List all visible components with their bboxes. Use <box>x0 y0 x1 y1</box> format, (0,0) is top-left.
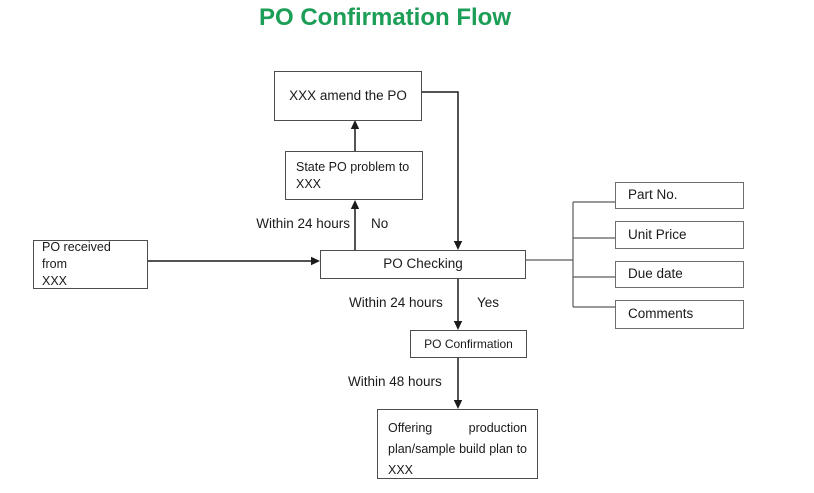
checklist-comments-label: Comments <box>628 306 694 322</box>
state-problem-line1: State PO problem to <box>296 159 410 174</box>
offering-line1-left: Offering <box>388 421 433 435</box>
checklist-due-date-label: Due date <box>628 266 683 282</box>
no-label: No <box>371 216 389 231</box>
amend-po-label: XXX amend the PO <box>289 87 407 103</box>
checklist-box-unit-price: Unit Price <box>615 221 744 249</box>
checklist-unit-price-label: Unit Price <box>628 226 687 242</box>
offering-line1-right: production <box>468 421 527 435</box>
yes-label: Yes <box>477 295 500 310</box>
state-problem-line2: XXX <box>296 176 322 191</box>
offering-line2: plan/sample build plan to <box>388 442 527 456</box>
page-title: PO Confirmation Flow <box>259 4 511 31</box>
po-received-box: PO received from XXX <box>33 240 148 289</box>
po-received-line2: XXX <box>42 273 68 288</box>
po-checking-box: PO Checking <box>320 250 526 279</box>
checklist-box-due-date: Due date <box>615 261 744 288</box>
po-confirmation-label: PO Confirmation <box>424 336 513 351</box>
offering-line3: XXX <box>388 463 414 477</box>
connector-amend-to-checking <box>422 91 463 250</box>
bracket-checking-to-checklist <box>526 201 615 308</box>
connector-confirmation-to-offering <box>453 358 463 409</box>
within-24-hours-no-label: Within 24 hours <box>256 216 350 231</box>
connector-state-to-amend <box>350 120 360 151</box>
po-confirmation-box: PO Confirmation <box>410 330 527 358</box>
checklist-box-part-no: Part No. <box>615 182 744 209</box>
within-48-hours-label: Within 48 hours <box>348 374 442 389</box>
po-checking-label: PO Checking <box>383 256 463 272</box>
within-24-hours-yes-label: Within 24 hours <box>349 295 443 310</box>
po-received-line1: PO received from <box>42 240 111 272</box>
checklist-part-no-label: Part No. <box>628 187 678 203</box>
connector-checking-to-confirmation <box>453 279 463 330</box>
state-problem-box: State PO problem to XXX <box>285 151 423 200</box>
checklist-box-comments: Comments <box>615 300 744 329</box>
connector-checking-to-state <box>350 200 360 250</box>
offering-plan-box: Offering production plan/sample build pl… <box>377 409 538 479</box>
amend-po-box: XXX amend the PO <box>274 71 422 121</box>
connector-received-to-checking <box>148 256 320 266</box>
